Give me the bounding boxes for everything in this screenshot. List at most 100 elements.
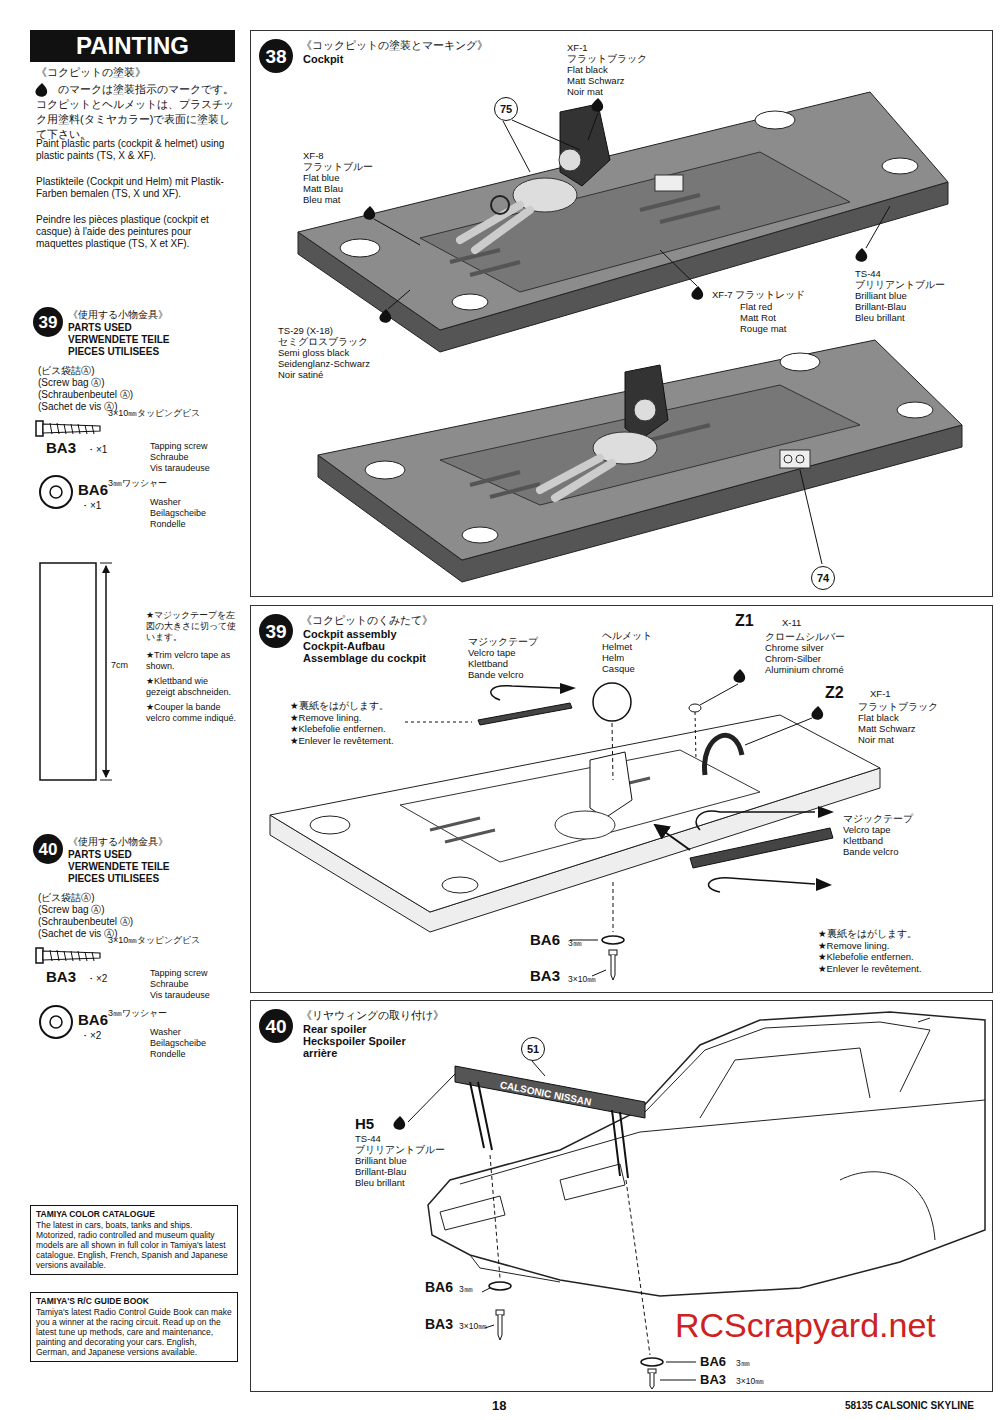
drawing-path: [470, 1255, 560, 1282]
label-text: 7cm: [111, 660, 128, 671]
drawing-polygon: [298, 92, 948, 330]
label-text: ブリリアントブルー: [355, 1144, 445, 1155]
label-text: PIECES UTILISEES: [68, 346, 159, 358]
drawing-line: [745, 718, 812, 745]
label-text: Klettband: [468, 658, 508, 669]
label-text: Plastikteile (Cockpit und Helm) mit Plas…: [36, 176, 234, 200]
number-text: 39: [259, 622, 293, 641]
car-body-art: [393, 1012, 985, 1389]
label-text: (Sachet de vis Ⓐ): [38, 401, 117, 413]
label-text: フラットブラック: [567, 53, 647, 64]
drawing-line: [405, 722, 472, 723]
drawing-path: [709, 878, 815, 892]
step-number: 39: [259, 614, 293, 648]
label-text: (Screw bag Ⓐ): [38, 904, 105, 916]
drawing-polygon: [318, 340, 962, 560]
label-text: Velcro tape: [843, 824, 891, 835]
label-text: Washer: [150, 497, 181, 508]
label-text: VERWENDETE TEILE: [68, 334, 170, 346]
drawing-path: [470, 425, 710, 497]
label-text: ★Remove lining.: [818, 940, 889, 952]
label-text: Helmet: [602, 641, 632, 652]
drawing-path: [460, 1100, 985, 1184]
drawing-ellipse: [442, 877, 478, 893]
drawing-line: [100, 780, 112, 781]
step-number: 39: [33, 307, 63, 337]
label-text: 3㎜: [568, 938, 582, 948]
drawing-polygon: [816, 878, 832, 891]
drawing-path: [840, 1172, 935, 1240]
label-text: ★Enlever le revêtement.: [818, 963, 922, 975]
label-text: Paint plastic parts (cockpit & helmet) u…: [36, 138, 234, 162]
label-text: 18: [492, 1398, 506, 1413]
label-text: BA3: [46, 969, 76, 985]
drawing-rect: [496, 1310, 504, 1315]
label-text: TS-44: [355, 1133, 381, 1144]
drawing-line: [100, 563, 112, 564]
label-text: のマークは塗装指示のマークです。コクピットとヘルメットは、プラスチック用塗料(タ…: [36, 82, 234, 142]
number-text: 51: [522, 1044, 544, 1055]
label-text: ・×1: [80, 500, 101, 512]
drawing-path: [470, 1082, 492, 1150]
label-text: Brillant-Blau: [355, 1166, 406, 1177]
label-text: Bleu mat: [303, 194, 341, 205]
drawing-line: [503, 121, 530, 172]
drawing-use: [393, 1116, 405, 1130]
label-text: (Schraubenbeutel Ⓐ): [38, 389, 133, 401]
label-text: Bande velcro: [468, 669, 523, 680]
label-text: BA6: [425, 1280, 453, 1295]
drawing-polygon: [690, 828, 833, 868]
label-text: PIECES UTILISEES: [68, 873, 159, 885]
drawing-path: [700, 1048, 870, 1118]
label-text: ・×2: [80, 1030, 101, 1042]
label-text: Bleu brillant: [355, 1177, 405, 1188]
drawing-ellipse: [452, 294, 488, 310]
label-text: 3㎜: [459, 1284, 473, 1294]
label-text: XF-7 フラットレッド: [712, 289, 805, 300]
drawing-ellipse: [780, 353, 820, 371]
label-text: Klettband: [843, 835, 883, 846]
drawing-path: [498, 1315, 502, 1340]
label-text: BA6: [700, 1355, 726, 1369]
label-text: ブリリアントブルー: [855, 279, 945, 290]
label-text: X-11: [782, 617, 801, 628]
drawing-path: [560, 1164, 625, 1200]
label-text: ヘルメット: [602, 630, 652, 641]
drawing-polygon: [478, 703, 572, 725]
label-text: フラットブラック: [858, 701, 938, 712]
step-heading: Cockpit: [303, 53, 343, 66]
label-text: 《コクピットの塗装》: [36, 66, 146, 79]
label-text: 3㎜ワッシャー: [108, 478, 167, 489]
label-text: BA3: [530, 968, 560, 984]
label-text: ★Klebefolie entfernen.: [818, 951, 914, 963]
drawing-ellipse: [641, 1358, 663, 1366]
callout-number: 74: [811, 566, 835, 590]
drawing-use: [363, 206, 375, 220]
label-text: Rondelle: [150, 519, 186, 530]
label-text: ★Trim velcro tape as shown.: [146, 650, 238, 672]
drawing-use: [379, 309, 391, 323]
info-heading: TAMIYA'S R/C GUIDE BOOK: [36, 1296, 232, 1306]
drawing-path: [590, 752, 632, 818]
label-text: クロームシルバー: [765, 631, 845, 642]
callout-number: 51: [521, 1037, 545, 1061]
label-text: Flat blue: [303, 172, 339, 183]
drawing-line: [800, 470, 822, 564]
drawing-use: [691, 286, 703, 300]
drawing-polygon: [270, 715, 880, 912]
step-heading: 《リヤウィングの取り付け》: [301, 1009, 444, 1022]
label-text: Bleu brillant: [855, 312, 905, 323]
drawing-path: [43, 951, 100, 960]
label-text: Helm: [602, 652, 624, 663]
number-text: 75: [495, 104, 517, 115]
drawing-line: [866, 206, 890, 248]
drawing-ellipse: [489, 1282, 511, 1290]
step-heading: Cockpit assembly Cockpit-Aufbau Assembla…: [303, 628, 443, 664]
label-text: Brilliant blue: [355, 1155, 407, 1166]
label-text: Peindre les pièces plastique (cockpit et…: [36, 214, 234, 250]
drawing-path: [696, 811, 815, 830]
drawing-line: [388, 290, 410, 309]
drawing-ellipse: [462, 527, 498, 543]
drawing-rect: [655, 175, 683, 191]
drawing-ellipse: [555, 811, 615, 839]
